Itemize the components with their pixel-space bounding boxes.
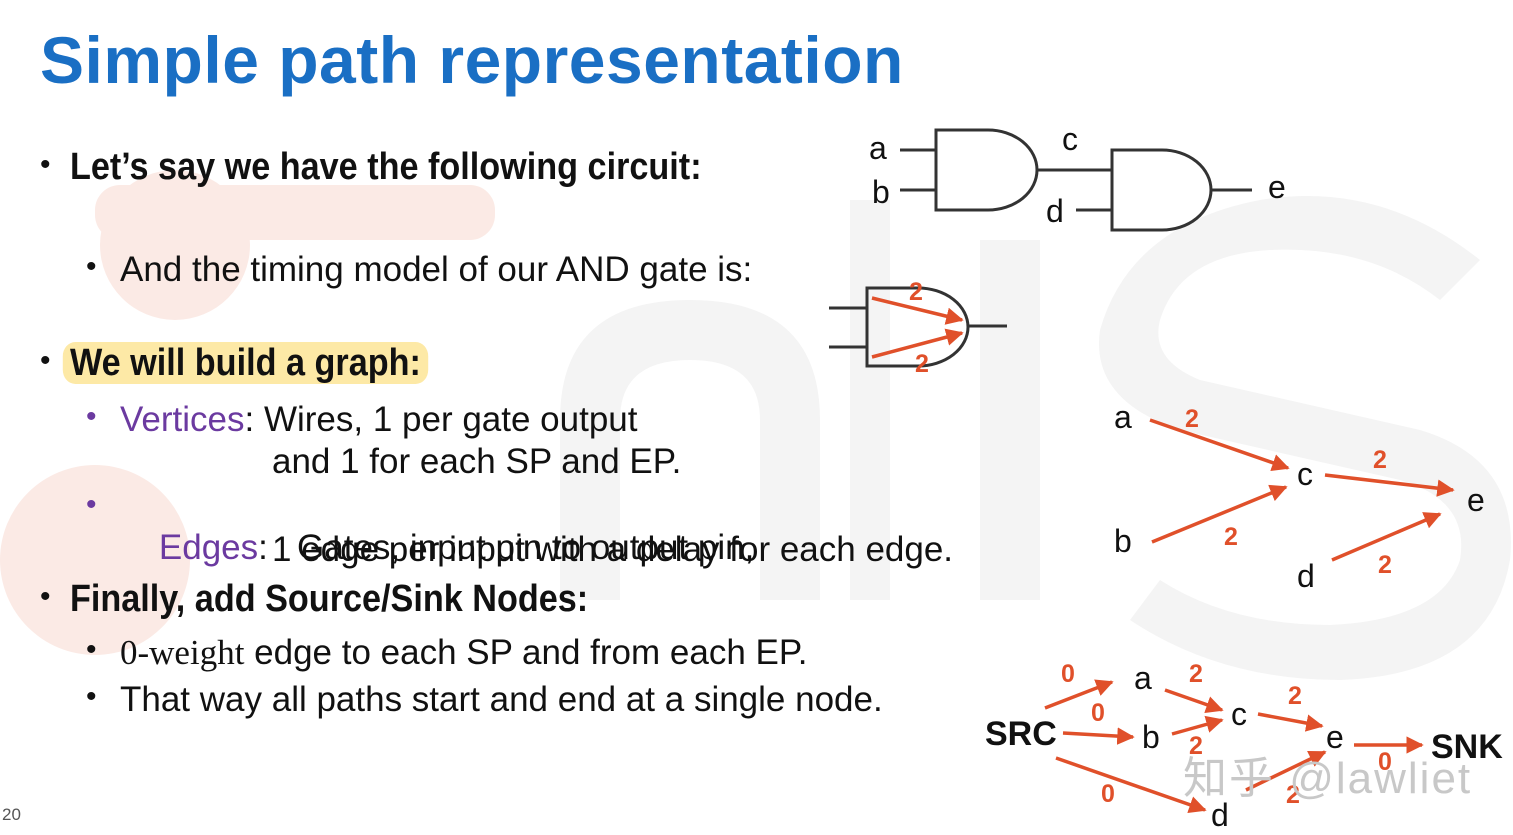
bullet-dot: • xyxy=(86,488,97,521)
graph2-edge-b-c xyxy=(1171,715,1224,736)
graph2-edge-a-c xyxy=(1164,688,1224,714)
edges-desc-2: 1 edge per input with a delay for each e… xyxy=(272,530,954,569)
graph2-edge-c-e xyxy=(1257,712,1324,732)
bullet-dot: • xyxy=(86,680,97,713)
sub-bullet-single-node-text: That way all paths start and end at a si… xyxy=(120,680,883,719)
zero-weight-term: 0-weight xyxy=(120,633,245,672)
bullet-dot: • xyxy=(86,400,97,433)
graph2-weight-e-snk: 0 xyxy=(1378,748,1392,776)
circuit-label-c: c xyxy=(1062,121,1078,157)
bullet-source-sink-text: Finally, add Source/Sink Nodes: xyxy=(70,578,589,620)
timing-and-gate xyxy=(865,286,970,368)
graph2-edge-src-b xyxy=(1062,727,1135,745)
bullet-source-sink: • Finally, add Source/Sink Nodes: xyxy=(40,578,646,621)
graph2-edge-src-d xyxy=(1055,756,1207,814)
slide-title: Simple path representation xyxy=(40,23,904,97)
circuit-label-b: b xyxy=(872,174,890,210)
graph2-weight-src-d: 0 xyxy=(1101,780,1115,808)
circuit-label-a: a xyxy=(869,130,887,166)
graph2-edge-d-e xyxy=(1245,750,1327,792)
graph2-weight-d-e: 2 xyxy=(1286,781,1300,809)
graph1-edge-ac xyxy=(1149,418,1290,472)
graph2-edge-src-a xyxy=(1044,679,1114,710)
timing-arc-1 xyxy=(871,296,964,325)
circuit-label-e: e xyxy=(1268,169,1286,205)
bullet-dot: • xyxy=(86,250,97,283)
and-gate-1 xyxy=(934,128,1039,212)
graph2-weight-src-b: 0 xyxy=(1091,699,1105,727)
graph2-weight-c-e: 2 xyxy=(1288,682,1302,710)
sub-bullet-edges: • Edges: Gates, input pin to output pin, xyxy=(86,488,754,608)
and-gate-2 xyxy=(1110,148,1213,232)
gate-timing-model xyxy=(829,286,1007,368)
graph1-node-e: e xyxy=(1467,482,1485,518)
graph1-node-b: b xyxy=(1114,523,1132,559)
circuit-label-d: d xyxy=(1046,193,1064,229)
bullet-circuit: • Let’s say we have the following circui… xyxy=(40,146,772,189)
zhihu-watermark: 知乎 @lawliet xyxy=(1183,754,1473,803)
graph2-node-src: SRC xyxy=(985,715,1057,753)
vertices-desc-2: and 1 for each SP and EP. xyxy=(272,442,682,481)
graph1-node-d: d xyxy=(1297,558,1315,594)
graph2-weight-b-c: 2 xyxy=(1189,732,1203,760)
graph2-node-a: a xyxy=(1134,660,1152,696)
graph2-node-b: b xyxy=(1142,719,1160,755)
and-gate-circuit xyxy=(900,128,1252,232)
graph1-weight-ac: 2 xyxy=(1185,405,1199,433)
graph1-edge-ce xyxy=(1324,473,1455,497)
timing-arc-2 xyxy=(871,328,964,359)
edges-desc-1: : Gates, input pin to output pin, xyxy=(258,528,755,567)
graph2-node-snk: SNK xyxy=(1431,728,1503,766)
highlighted-graph-text: We will build a graph: xyxy=(62,342,429,384)
vertices-term: Vertices xyxy=(120,400,245,439)
bullet-graph: • We will build a graph: xyxy=(40,342,468,385)
graph2-weight-a-c: 2 xyxy=(1189,660,1203,688)
graph1-weight-de: 2 xyxy=(1378,551,1392,579)
graph2-weight-src-a: 0 xyxy=(1061,660,1075,688)
bullet-dot: • xyxy=(40,344,51,377)
graph1-edge-bc xyxy=(1151,484,1288,544)
graph1-edge-de xyxy=(1331,512,1442,562)
vertices-desc-1: : Wires, 1 per gate output xyxy=(244,400,638,439)
page-number: 20 xyxy=(2,805,21,824)
graph2-node-e: e xyxy=(1326,719,1344,755)
edges-term: Edges xyxy=(158,528,259,567)
graph1-node-a: a xyxy=(1114,399,1132,435)
sub-bullet-timing: • And the timing model of our AND gate i… xyxy=(86,250,752,290)
graph1-weight-ce: 2 xyxy=(1373,446,1387,474)
graph1-weight-bc: 2 xyxy=(1224,523,1238,551)
graph1-node-c: c xyxy=(1297,456,1313,492)
sub-bullet-zero-weight: • 0-weight edge to each SP and from each… xyxy=(86,633,807,673)
zero-weight-desc: edge to each SP and from each EP. xyxy=(244,633,808,672)
graph2-node-d: d xyxy=(1211,797,1229,833)
bullet-dot: • xyxy=(86,633,97,666)
timing-weight-2: 2 xyxy=(915,350,929,378)
sub-bullet-single-node: • That way all paths start and end at a … xyxy=(86,680,883,720)
bullet-circuit-text: Let’s say we have the following circuit: xyxy=(70,146,702,188)
sub-bullet-vertices: • Vertices: Wires, 1 per gate output xyxy=(86,400,637,440)
bullet-dot: • xyxy=(40,580,51,613)
bullet-dot: • xyxy=(40,148,51,181)
timing-weight-1: 2 xyxy=(909,278,923,306)
sub-bullet-timing-text: And the timing model of our AND gate is: xyxy=(120,250,753,289)
graph2-node-c: c xyxy=(1231,696,1247,732)
